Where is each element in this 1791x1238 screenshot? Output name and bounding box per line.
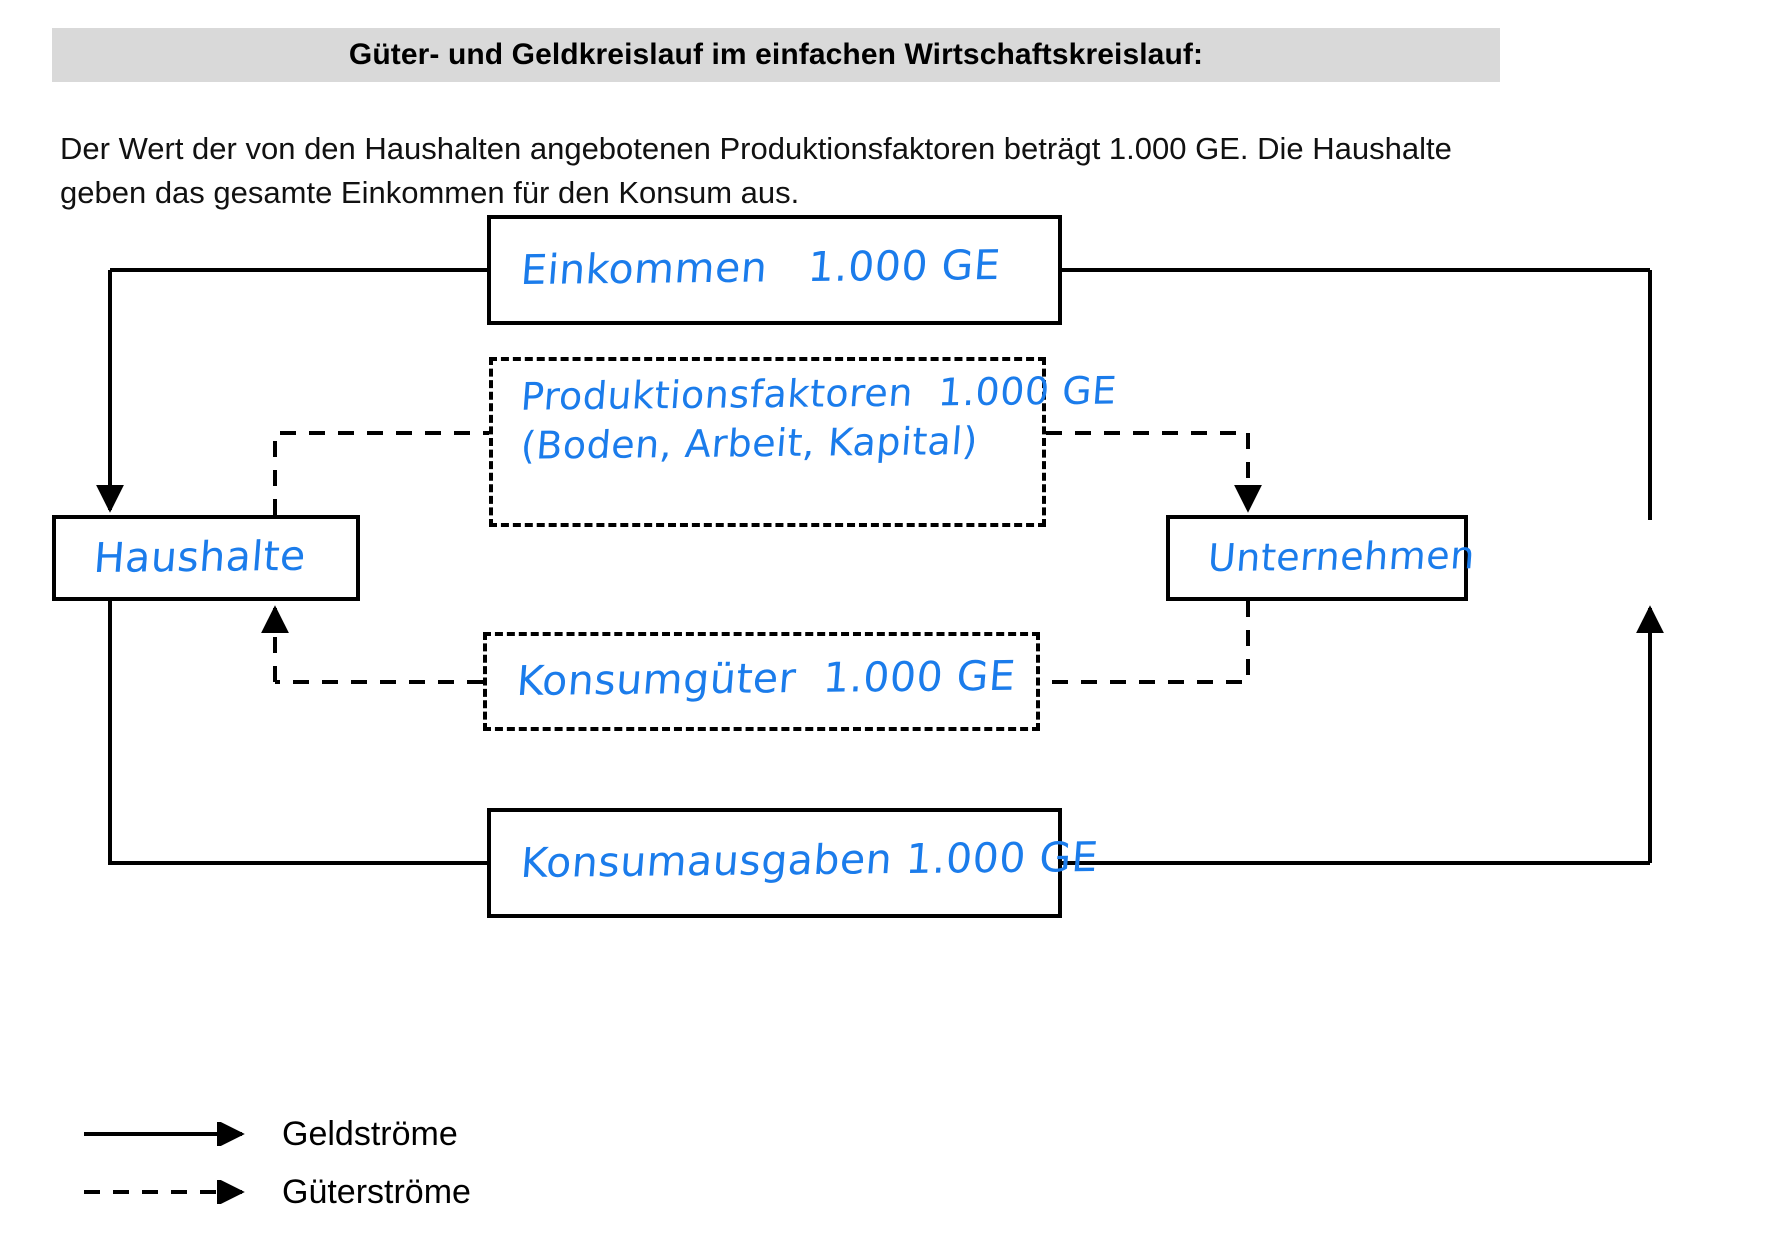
node-konsumausgaben-label: Konsumausgaben 1.000 GE [519,832,1101,887]
page-title: Güter- und Geldkreislauf im einfachen Wi… [348,38,1204,71]
node-produktionsfaktoren: Produktionsfaktoren 1.000 GE (Boden, Arb… [489,357,1119,527]
node-haushalte: Haushalte [52,515,360,601]
legend-item-geldstroeme: Geldströme [82,1105,702,1163]
flow-produktionsfaktoren [273,431,1262,515]
node-einkommen-label: Einkommen 1.000 GE [519,240,1003,294]
circular-flow-diagram: Einkommen 1.000 GE Produktionsfaktoren 1… [0,180,1791,960]
legend-dashed-arrow-icon [82,1178,262,1206]
node-konsumausgaben: Konsumausgaben 1.000 GE [487,808,1100,918]
legend-solid-arrow-icon [82,1120,262,1148]
node-haushalte-label: Haushalte [92,531,308,582]
node-produktionsfaktoren-line1: Produktionsfaktoren 1.000 GE [519,368,1119,419]
node-unternehmen: Unternehmen [1166,515,1477,601]
node-konsumgueter-label: Konsumgüter 1.000 GE [515,652,1018,706]
legend: Geldströme Güterströme [82,1105,702,1221]
node-konsumgueter: Konsumgüter 1.000 GE [483,632,1040,731]
node-einkommen: Einkommen 1.000 GE [487,215,1062,325]
legend-label-guetersroeme: Güterströme [282,1172,471,1211]
flow-connector-layer [96,268,1664,865]
node-unternehmen-label: Unternehmen [1206,532,1477,580]
flow-einkommen [96,268,1652,520]
flow-konsumgueter [261,601,1250,684]
legend-label-geldstroeme: Geldströme [282,1114,458,1153]
intro-paragraph: Der Wert der von den Haushalten angebote… [60,131,1452,211]
title-banner: Güter- und Geldkreislauf im einfachen Wi… [52,28,1500,82]
legend-item-guetersroeme: Güterströme [82,1163,702,1221]
flow-konsumausgaben [108,601,1664,865]
node-produktionsfaktoren-line2: (Boden, Arbeit, Kapital) [519,418,980,468]
